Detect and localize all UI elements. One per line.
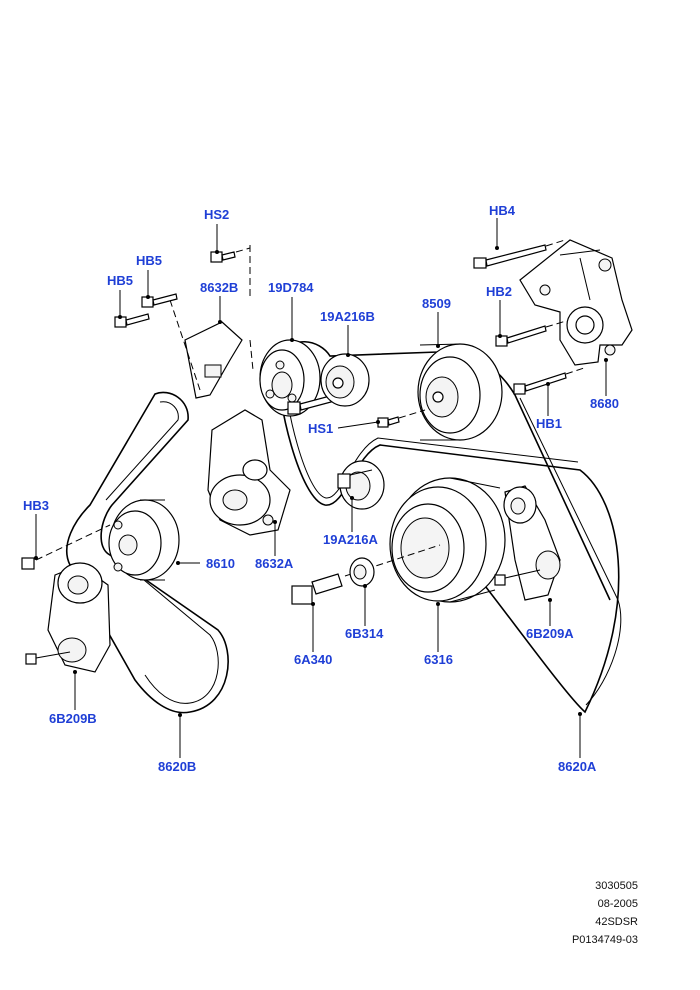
label-8680: 8680 [590,396,619,411]
label-8632a: 8632A [255,556,294,571]
label-19a216b: 19A216B [320,309,375,324]
belt-8620b [65,391,229,714]
label-hb1: HB1 [536,416,562,431]
idler-19d784 [259,339,347,417]
label-6b314: 6B314 [345,626,384,641]
label-hb5-upper: HB5 [136,253,162,268]
label-6b209a: 6B209A [526,626,574,641]
label-8509: 8509 [422,296,451,311]
label-hs2: HS2 [204,207,229,222]
tensioner-6b209b [25,562,111,673]
bracket-8632b [169,245,254,399]
label-hb5-lower: HB5 [107,273,133,288]
bolt-hb2 [495,320,567,347]
label-8620a: 8620A [558,759,597,774]
bolt-hb3 [21,524,111,570]
label-19d784: 19D784 [268,280,314,295]
label-8632b: 8632B [200,280,238,295]
label-8620b: 8620B [158,759,196,774]
leader-lines [34,218,608,758]
bolt-hs2 [210,247,251,263]
label-hb3: HB3 [23,498,49,513]
doc-meta-line-1: 3030505 [595,880,638,892]
label-hs1: HS1 [308,421,333,436]
doc-meta-line-4: P0134749-03 [571,934,638,946]
label-hb2: HB2 [486,284,512,299]
doc-meta-line-3: 42SDSR [595,916,638,928]
bolt-hb1 [513,367,585,395]
label-6b209b: 6B209B [49,711,97,726]
tensioner-6b209a [494,485,561,601]
label-19a216a: 19A216A [323,532,379,547]
crank-pulley-6316 [389,477,506,603]
pulley-8509 [417,343,503,441]
idler-19a216b [320,353,370,407]
washer-6b314 [349,557,375,587]
label-8610: 8610 [206,556,235,571]
bracket-8680 [519,239,633,366]
pulley-8610 [108,499,180,581]
tensioner-8632a [207,409,291,536]
doc-meta-line-2: 08-2005 [597,898,638,910]
idler-19a216a [337,460,385,510]
label-hb4: HB4 [489,203,516,218]
label-6a340: 6A340 [294,652,332,667]
screw-hs1 [377,409,426,428]
bolt-hb4 [473,239,566,269]
label-6316: 6316 [424,652,453,667]
